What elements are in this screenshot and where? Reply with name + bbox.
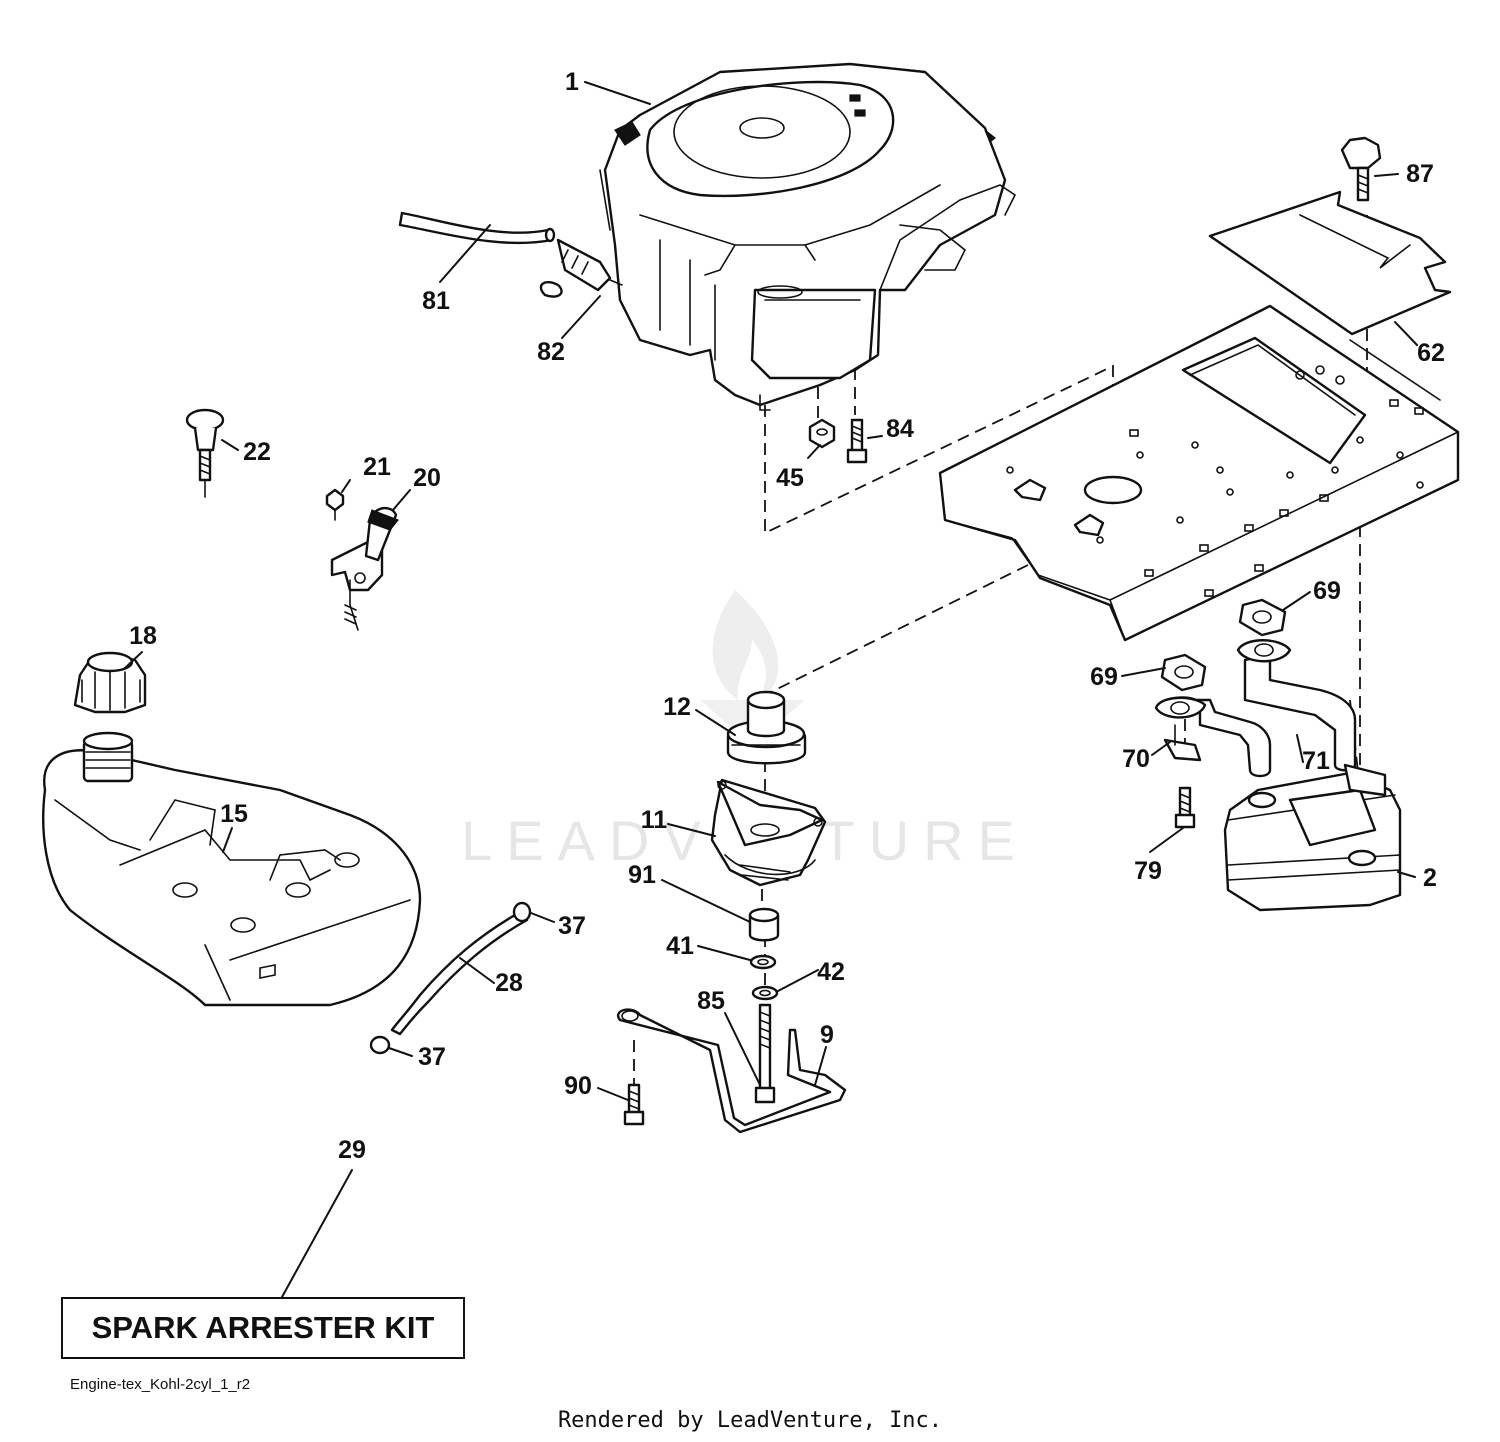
callout-2: 2 [1423,864,1437,892]
screw-21 [325,488,345,521]
fuel-tank-15 [42,731,422,1007]
frame-plate [938,304,1460,642]
bracket-9 [617,1008,847,1134]
pulley-12 [726,690,807,765]
callout-12: 12 [663,693,691,721]
shield-62 [1208,190,1452,336]
callout-62: 62 [1417,339,1445,367]
bolt-79 [1174,786,1196,829]
callout-69-right: 69 [1313,577,1341,605]
pto-clutch-11 [710,778,827,887]
gasket-69-right [1238,598,1287,637]
callout-79: 79 [1134,857,1162,885]
callout-18: 18 [129,622,157,650]
clamp-37-upper [512,901,532,923]
engine [599,62,1017,411]
callout-81: 81 [422,287,450,315]
callout-1: 1 [565,68,579,96]
knob-87 [1340,136,1382,202]
callout-91: 91 [628,861,656,889]
fuel-line-28 [390,910,529,1036]
bolt-90 [623,1083,645,1126]
fuel-line-81 [398,211,556,245]
callout-21: 21 [363,453,391,481]
nut-45 [808,418,836,449]
fuel-valve-82 [539,238,623,298]
callout-22: 22 [243,438,271,466]
callout-15: 15 [220,800,248,828]
callout-29: 29 [338,1136,366,1164]
bolt-85 [754,1003,776,1104]
spacer-91 [748,907,780,942]
callout-87: 87 [1406,160,1434,188]
callout-20: 20 [413,464,441,492]
callout-90: 90 [564,1072,592,1100]
callout-11: 11 [641,806,668,834]
leader-lines [124,81,1418,1298]
callout-9: 9 [820,1021,834,1049]
washer-42 [751,985,779,1001]
callout-41: 41 [666,932,694,960]
fuel-cap-18 [73,651,147,714]
callout-69-left: 69 [1090,663,1118,691]
callout-42: 42 [817,958,845,986]
diagram-file-id: Engine-tex_Kohl-2cyl_1_r2 [70,1376,251,1393]
callout-70: 70 [1122,745,1150,773]
callout-84: 84 [886,415,914,443]
callout-37-upper: 37 [558,912,586,940]
callout-85: 85 [697,987,725,1015]
rendered-by-footer: Rendered by LeadVenture, Inc. [557,1408,943,1433]
exhaust-pipe-70 [1154,696,1272,778]
muffler-2 [1223,763,1402,912]
callouts: 1 81 82 84 45 87 62 22 21 20 18 15 12 11… [129,68,1445,1164]
bolt-84 [846,418,868,464]
washer-41 [749,954,777,970]
throttle-control-20 [330,506,399,631]
spark-arrester-kit-box: SPARK ARRESTER KIT [61,1297,465,1359]
spark-arrester-kit-label: SPARK ARRESTER KIT [91,1310,435,1345]
callout-37-lower: 37 [418,1043,446,1071]
callout-45: 45 [776,464,804,492]
exhaust-pipe-71 [1236,639,1357,772]
callout-71: 71 [1302,747,1330,775]
gasket-69-left [1160,653,1207,692]
clamp-37-lower [369,1035,391,1055]
callout-28: 28 [495,969,523,997]
callout-82: 82 [537,338,565,366]
knob-22 [185,408,225,498]
